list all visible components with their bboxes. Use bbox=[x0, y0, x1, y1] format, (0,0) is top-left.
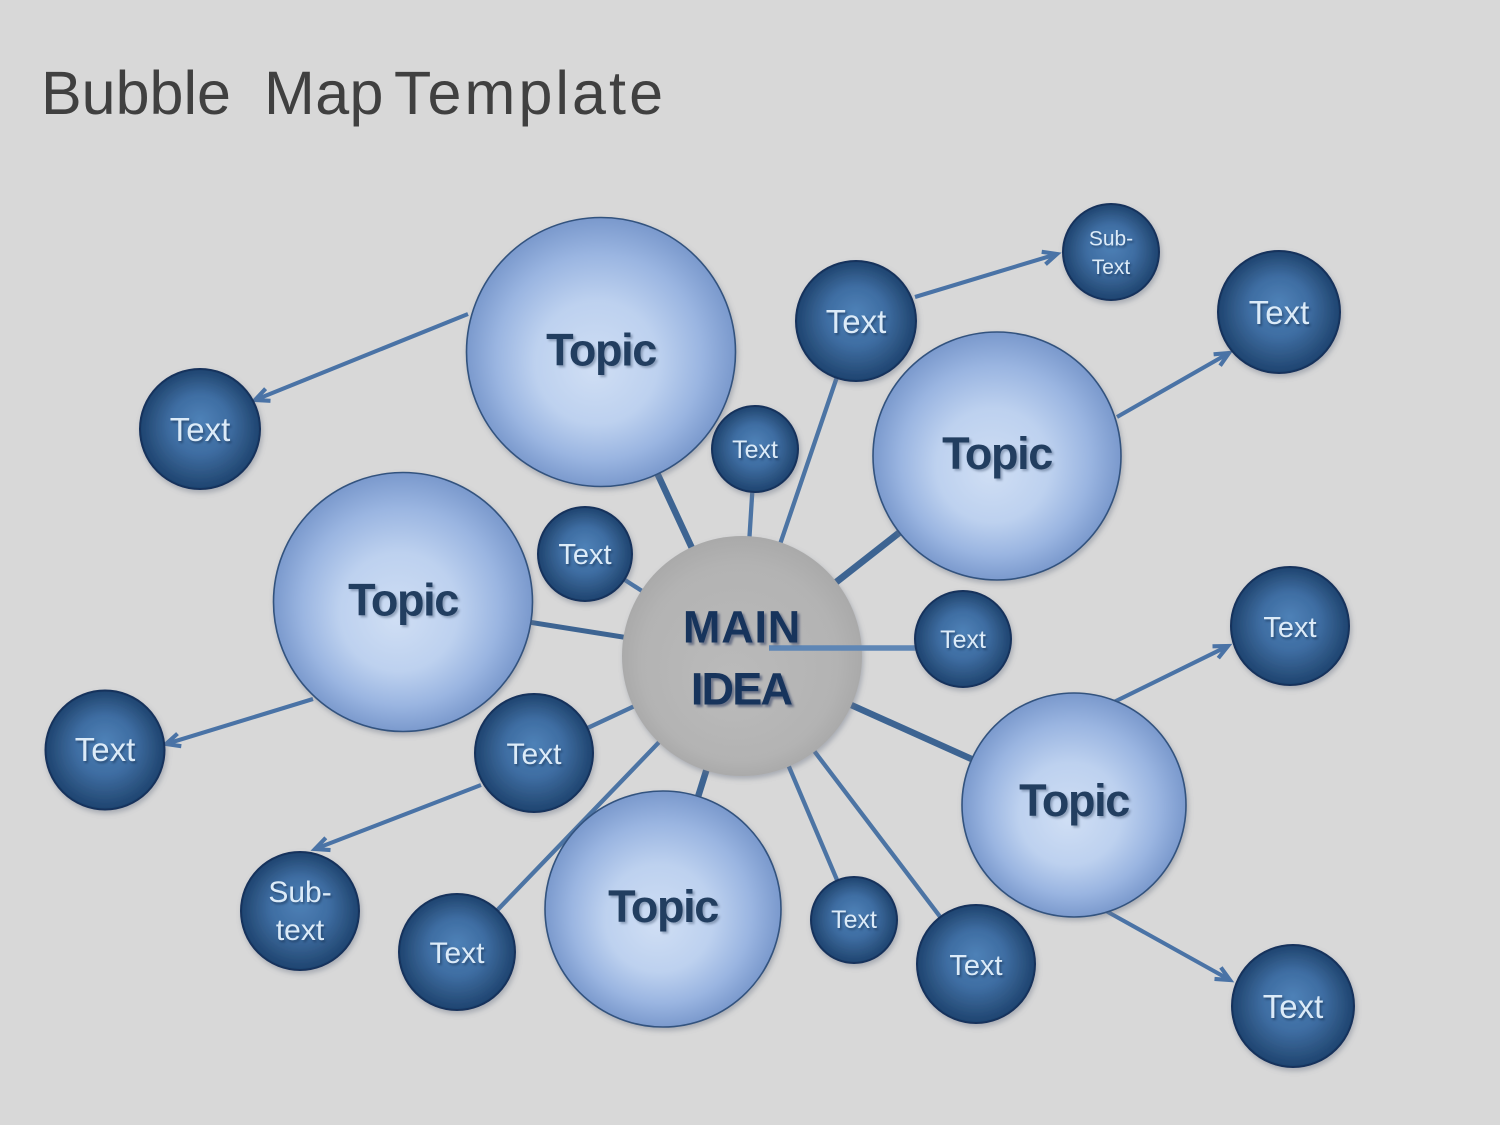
svg-text:Text: Text bbox=[170, 411, 231, 448]
svg-text:IDEA: IDEA bbox=[691, 663, 793, 714]
svg-text:Map: Map bbox=[264, 59, 384, 127]
svg-text:Sub-: Sub- bbox=[1089, 228, 1133, 251]
svg-text:Text: Text bbox=[429, 937, 485, 970]
svg-text:Topic: Topic bbox=[942, 428, 1052, 479]
svg-text:Text: Text bbox=[75, 731, 136, 768]
svg-text:Text: Text bbox=[732, 436, 778, 464]
svg-text:Text: Text bbox=[940, 626, 986, 654]
svg-text:Topic: Topic bbox=[546, 325, 656, 376]
svg-text:MAIN: MAIN bbox=[683, 602, 801, 653]
svg-text:Topic: Topic bbox=[1019, 775, 1129, 826]
svg-text:Text: Text bbox=[1092, 256, 1131, 279]
svg-text:Sub-: Sub- bbox=[268, 876, 331, 909]
svg-text:Text: Text bbox=[1249, 294, 1310, 331]
svg-text:Text: Text bbox=[506, 738, 562, 771]
svg-text:Text: Text bbox=[949, 950, 1002, 982]
svg-text:Text: Text bbox=[1263, 988, 1324, 1025]
svg-text:Template: Template bbox=[394, 59, 663, 127]
svg-text:text: text bbox=[276, 914, 325, 947]
svg-text:Topic: Topic bbox=[348, 575, 458, 626]
svg-text:Bubble: Bubble bbox=[41, 59, 231, 127]
svg-text:Text: Text bbox=[558, 539, 611, 571]
svg-text:Text: Text bbox=[826, 303, 887, 340]
svg-text:Text: Text bbox=[831, 906, 877, 934]
svg-text:Text: Text bbox=[1263, 612, 1316, 644]
svg-text:Topic: Topic bbox=[608, 881, 718, 932]
